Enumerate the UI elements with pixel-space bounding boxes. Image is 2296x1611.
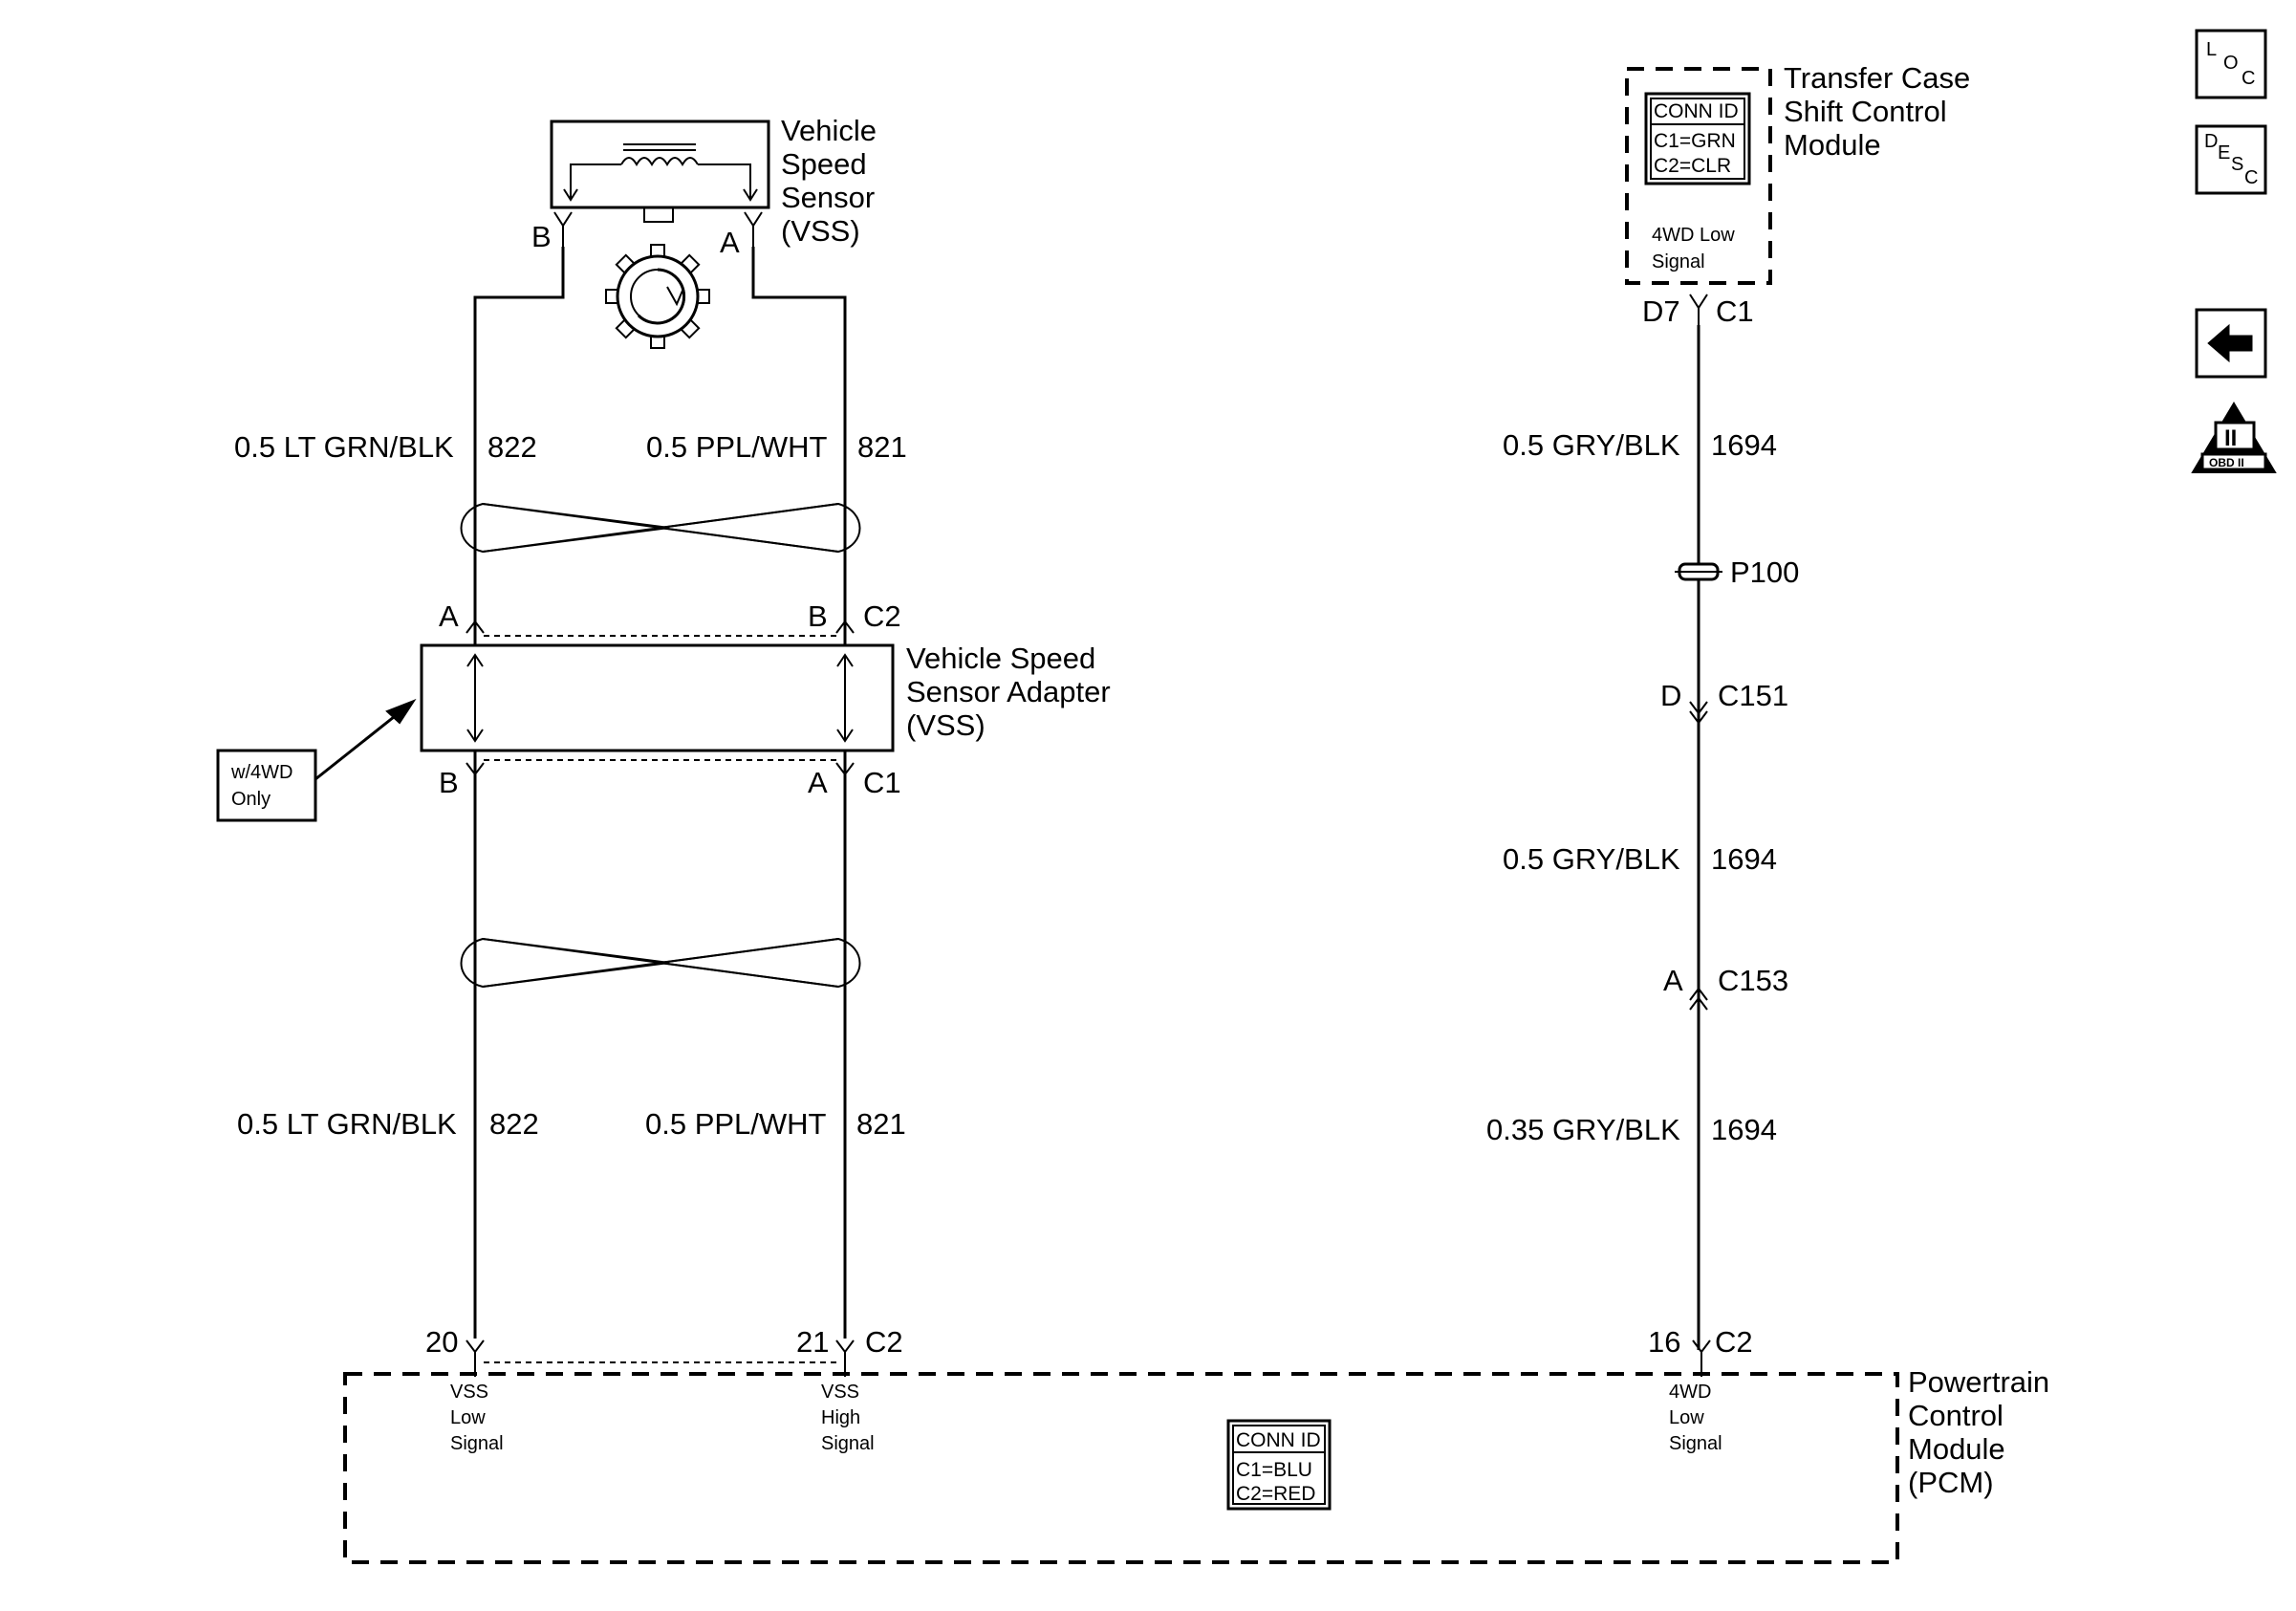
c151-pin: D: [1660, 679, 1681, 712]
vss-low-line2: Low: [450, 1407, 486, 1428]
desc-letter-c: C: [2244, 167, 2258, 188]
tccm-name-line2: Shift Control: [1784, 95, 1947, 128]
adapter-top-conn: C2: [863, 599, 901, 633]
loc-icon[interactable]: L O C: [2195, 29, 2267, 99]
coil-symbol: [563, 143, 758, 202]
adapter-name-line3: (VSS): [906, 708, 986, 742]
transfer-case-shift-control-module: CONN ID C1=GRN C2=CLR 4WD Low Signal Tra…: [1625, 61, 1970, 328]
tccm-name-line3: Module: [1784, 128, 1881, 162]
vss-name-line1: Vehicle: [781, 114, 877, 147]
note-line2: Only: [231, 789, 271, 810]
pcm-conn-right: C2: [1715, 1325, 1753, 1359]
upper-left-wire-label: 0.5 LT GRN/BLK: [234, 430, 454, 464]
pcm-name-line2: Control: [1908, 1399, 2004, 1432]
upper-right-circuit: 821: [857, 430, 907, 464]
reluctor-wheel-icon: [605, 244, 710, 349]
pcm-name-line1: Powertrain: [1908, 1365, 2049, 1399]
loc-letter-c: C: [2242, 68, 2255, 89]
adapter-top-left-pin: A: [439, 599, 459, 633]
adapter-name-line2: Sensor Adapter: [906, 675, 1111, 708]
splice-p100-symbol: [1675, 562, 1722, 581]
powertrain-control-module: 20 21 C2 16 C2 VSS Low Signal VSS High S…: [343, 1325, 2049, 1564]
vss-pin-b: B: [531, 220, 552, 253]
pcm-name-line4: (PCM): [1908, 1466, 1994, 1499]
pcm-conn-left: C2: [865, 1325, 903, 1359]
vss-name-line2: Speed: [781, 147, 867, 181]
upper-left-circuit: 822: [487, 430, 537, 464]
tccm-conn-id-box: CONN ID C1=GRN C2=CLR: [1644, 92, 1751, 185]
pcm-name-line3: Module: [1908, 1432, 2005, 1466]
fwd-low-line1: 4WD: [1669, 1382, 1711, 1403]
adapter-bottom-right-pin: A: [808, 766, 828, 799]
pcm-conn-id-title: CONN ID: [1236, 1429, 1321, 1451]
circuit-1694: 0.5 GRY/BLK 1694 P100 D C151 0.5 GRY/BLK…: [1486, 325, 1799, 1350]
pcm-pin-21: 21: [796, 1325, 829, 1359]
lower-left-wire-label: 0.5 LT GRN/BLK: [237, 1107, 457, 1141]
upper-right-wire-label: 0.5 PPL/WHT: [646, 430, 828, 464]
adapter-bottom-conn: C1: [863, 766, 901, 799]
loc-letter-o: O: [2223, 53, 2239, 74]
twisted-pair-symbol-upper: [460, 502, 861, 554]
lower-left-circuit: 822: [489, 1107, 539, 1141]
vss-name-line4: (VSS): [781, 214, 860, 248]
c151-label: C151: [1718, 679, 1788, 712]
vss-high-line3: Signal: [821, 1433, 875, 1454]
lower-wires: 0.5 LT GRN/BLK 822 0.5 PPL/WHT 821: [237, 774, 906, 1339]
adapter-top-right-pin: B: [808, 599, 828, 633]
vss-low-line1: VSS: [450, 1382, 488, 1403]
vss-high-line1: VSS: [821, 1382, 859, 1403]
pcm-conn-id-box: CONN ID C1=BLU C2=RED: [1226, 1419, 1332, 1511]
desc-letter-s: S: [2231, 154, 2243, 175]
pcm-conn-id-c2: C2=RED: [1236, 1483, 1315, 1505]
back-arrow-icon[interactable]: [2195, 308, 2267, 379]
rc-wire3-circuit: 1694: [1711, 1113, 1777, 1146]
tccm-conn-id-title: CONN ID: [1654, 100, 1739, 122]
desc-icon[interactable]: D E S C: [2195, 124, 2267, 195]
tccm-signal-line1: 4WD Low: [1652, 225, 1735, 246]
splice-p100-label: P100: [1730, 555, 1799, 589]
vss-low-line3: Signal: [450, 1433, 504, 1454]
desc-letter-e: E: [2218, 142, 2230, 163]
vss-name-line3: Sensor: [781, 181, 875, 214]
c153-label: C153: [1718, 964, 1788, 997]
tccm-signal-line2: Signal: [1652, 251, 1705, 272]
adapter-name-line1: Vehicle Speed: [906, 642, 1095, 675]
rc-wire1-circuit: 1694: [1711, 428, 1777, 462]
pcm-pin-20: 20: [425, 1325, 458, 1359]
obd-roman-text: II: [2224, 425, 2237, 451]
note-line1: w/4WD: [230, 762, 292, 783]
rc-wire3-label: 0.35 GRY/BLK: [1486, 1113, 1680, 1146]
lower-right-circuit: 821: [856, 1107, 906, 1141]
upper-wires: 0.5 LT GRN/BLK 822 0.5 PPL/WHT 821: [234, 247, 907, 621]
c153-pin: A: [1663, 964, 1683, 997]
pcm-pin-16: 16: [1648, 1325, 1680, 1359]
vss-high-line2: High: [821, 1407, 860, 1428]
twisted-pair-symbol-lower: [460, 937, 861, 989]
obd-label-text: OBD II: [2209, 456, 2244, 469]
obd-ii-icon[interactable]: II OBD II: [2191, 402, 2277, 473]
tccm-pin: D7: [1642, 294, 1680, 328]
fwd-low-line2: Low: [1669, 1407, 1704, 1428]
vss-adapter: A B C2 Vehicle Speed Sensor Adapter (VSS…: [216, 599, 1111, 822]
option-note-4wd-only: w/4WD Only: [216, 698, 417, 822]
adapter-bottom-left-pin: B: [439, 766, 459, 799]
tccm-conn: C1: [1716, 294, 1754, 328]
lower-right-wire-label: 0.5 PPL/WHT: [645, 1107, 827, 1141]
tccm-conn-id-c2: C2=CLR: [1654, 155, 1731, 177]
vehicle-speed-sensor: Vehicle Speed Sensor (VSS) B A: [531, 114, 877, 349]
vss-pin-a: A: [720, 226, 740, 259]
fwd-low-line3: Signal: [1669, 1433, 1722, 1454]
rc-wire2-circuit: 1694: [1711, 842, 1777, 876]
tccm-name-line1: Transfer Case: [1784, 61, 1970, 95]
rc-wire2-label: 0.5 GRY/BLK: [1503, 842, 1680, 876]
desc-letter-d: D: [2204, 131, 2218, 152]
nav-icons: L O C D E S C II OBD II: [2191, 29, 2277, 473]
rc-wire1-label: 0.5 GRY/BLK: [1503, 428, 1680, 462]
loc-letter-l: L: [2206, 39, 2217, 60]
tccm-conn-id-c1: C1=GRN: [1654, 130, 1736, 152]
pcm-conn-id-c1: C1=BLU: [1236, 1459, 1312, 1481]
